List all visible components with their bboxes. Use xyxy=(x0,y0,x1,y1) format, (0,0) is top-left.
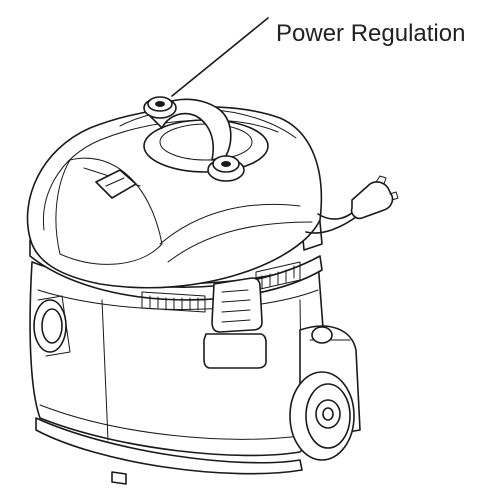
motor-head xyxy=(26,106,323,289)
power-plug xyxy=(350,175,399,220)
wheel xyxy=(289,371,355,461)
foot xyxy=(111,471,127,485)
callout-leader-line xyxy=(171,17,269,97)
secondary-knob xyxy=(207,155,245,182)
callout-label: Power Regulation xyxy=(276,20,466,47)
intake-port xyxy=(33,295,71,357)
lid-tab xyxy=(95,169,137,199)
front-latch xyxy=(211,277,263,333)
front-grip xyxy=(203,333,267,369)
power-regulation-knob xyxy=(143,96,177,119)
